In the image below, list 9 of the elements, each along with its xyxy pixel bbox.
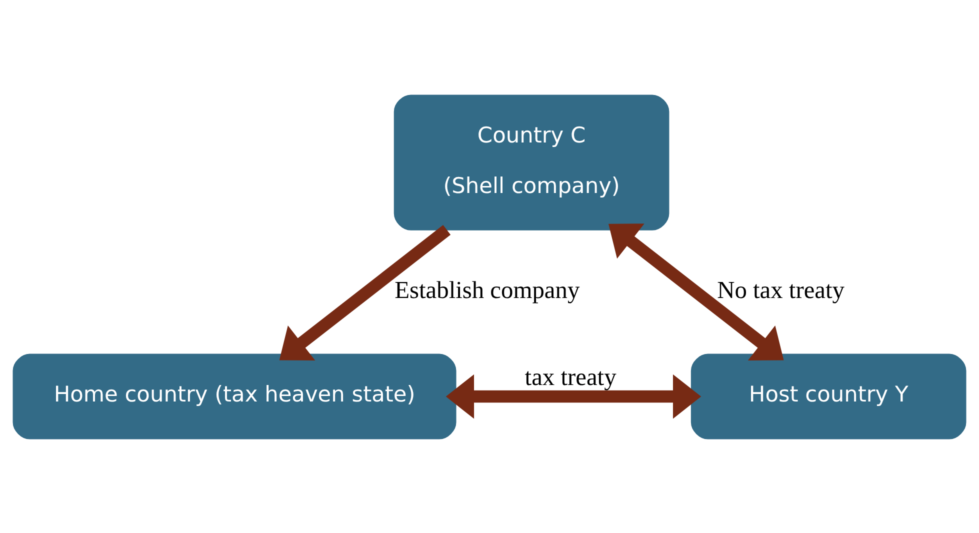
node-box: Home country (tax heaven state) xyxy=(12,353,456,439)
arrow xyxy=(279,224,451,360)
arrow xyxy=(608,223,784,360)
node-box: Country C (Shell company) xyxy=(394,94,670,230)
edge-label: No tax treaty xyxy=(717,276,844,304)
node-box: Host country Y xyxy=(690,353,966,439)
edge-label: Establish company xyxy=(394,276,580,304)
edge-label: tax treaty xyxy=(524,363,616,390)
arrow xyxy=(446,374,702,418)
